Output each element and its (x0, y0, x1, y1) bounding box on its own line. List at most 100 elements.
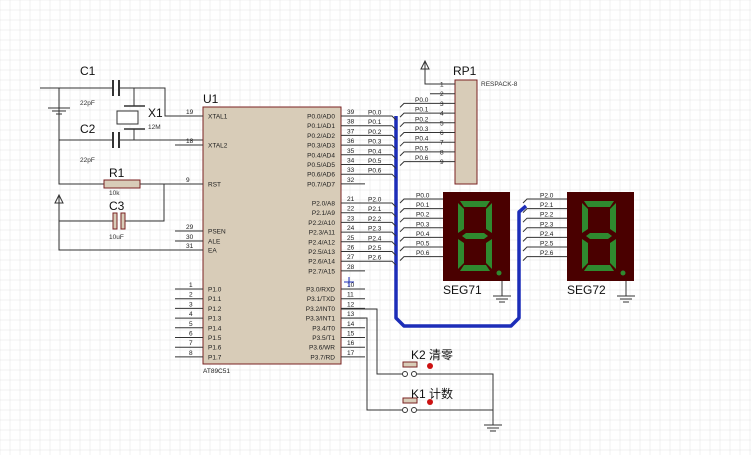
u1-pin-name: P0.1/AD1 (307, 123, 335, 130)
rp1-power-terminal (420, 59, 455, 85)
seg72-net-label: P2.1 (540, 202, 554, 209)
u1-pin-number: 29 (186, 224, 194, 231)
u1-pin-number: 3 (189, 301, 193, 308)
u1-pin-number: 32 (347, 177, 355, 184)
u1-pin-name: P0.2/AD2 (307, 133, 335, 140)
seg-led (584, 201, 614, 207)
net-label: P0.1 (368, 119, 382, 126)
seg-led (458, 239, 464, 269)
rp1-net-label: P0.3 (415, 126, 429, 133)
u1-pin-number: 6 (189, 331, 193, 338)
seg72-net-label: P2.3 (540, 221, 554, 228)
button-section (341, 308, 502, 432)
u1-pin-name: P2.4/A12 (308, 239, 335, 246)
seg-led (462, 233, 488, 239)
rp1-net-wire (399, 102, 430, 108)
seg72-net-wire (522, 217, 567, 223)
net-label: P0.5 (368, 158, 382, 165)
u1-pin-name: P0.4/AD4 (307, 152, 335, 159)
wire-k1 (341, 317, 402, 411)
rp1-net-label: P0.6 (415, 155, 429, 162)
seg72-net-label: P2.0 (540, 193, 554, 200)
seg71-net-wire (399, 217, 443, 223)
seg72-ground (617, 281, 635, 303)
seg71-net-label: P0.0 (416, 193, 430, 200)
seg71-net-label: P0.3 (416, 221, 430, 228)
seg71-display[interactable]: SEG71 (443, 192, 510, 297)
oscillator-reset-circuit: C1 22pF C2 22pF X1 12M R1 10k C3 10uF (40, 64, 203, 251)
net-label: P2.1 (368, 206, 382, 213)
net-wire (365, 251, 397, 256)
rp1-resistor-pack[interactable]: RP1 RESPACK-8 123456789P0.0P0.1P0.2P0.3P… (399, 59, 518, 185)
u1-ref: U1 (203, 92, 219, 106)
seg72-display[interactable]: SEG72 (567, 192, 634, 297)
net-label: P2.3 (368, 226, 382, 233)
seg72-digit (582, 201, 626, 276)
u1-pin-name: XTAL2 (208, 143, 228, 150)
net-label: P2.2 (368, 216, 382, 223)
seg72-net-wire (522, 236, 567, 242)
k1-label: K1 计数 (411, 386, 453, 401)
seg71-net-label: P0.6 (416, 250, 430, 257)
net-wire (365, 144, 397, 150)
wire-k2 (341, 308, 402, 375)
seg71-net-label: P0.4 (416, 231, 430, 238)
net-wire (365, 154, 397, 160)
rp1-net-label: P0.5 (415, 145, 429, 152)
net-label: P2.6 (368, 255, 382, 262)
c1-value: 22pF (80, 100, 95, 107)
net-wire (365, 260, 397, 266)
net-wire (365, 241, 397, 247)
u1-pin-name: P1.7 (208, 354, 222, 361)
rp1-net-label: P0.2 (415, 116, 429, 123)
seg71-net-wire (399, 227, 443, 233)
net-label: P0.0 (368, 110, 382, 117)
u1-pin-number: 23 (347, 215, 355, 222)
seg71-net-label: P0.5 (416, 241, 430, 248)
net-label: P2.0 (368, 197, 382, 204)
seg72-net-label: P2.6 (540, 250, 554, 257)
u1-pin-number: 7 (189, 340, 193, 347)
u1-pin-number: 18 (186, 138, 194, 145)
k2-clear-button[interactable]: K2 清零 (402, 348, 454, 377)
rp1-net-wire (399, 161, 430, 166)
u1-pin-number: 4 (189, 311, 193, 318)
seg72-net-wire (522, 198, 567, 204)
rp1-pin-number: 1 (440, 82, 444, 89)
rp1-pin-number: 9 (440, 159, 444, 166)
u1-pin-number: 33 (347, 167, 355, 174)
u1-pin-number: 11 (347, 292, 354, 299)
u1-pin-number: 27 (347, 254, 355, 261)
k1-count-button[interactable]: K1 计数 (402, 386, 454, 413)
u1-pin-name: P2.0/A8 (312, 201, 336, 208)
u1-pin-name: P0.0/AD0 (307, 114, 335, 121)
seg72-net-wire (522, 246, 567, 252)
x1-value: 12M (148, 124, 161, 131)
u1-pin-number: 34 (347, 158, 355, 165)
seg72-net-wire (522, 208, 567, 213)
u1-pin-name: P1.6 (208, 345, 222, 352)
seg71-net-wire (399, 246, 443, 252)
u1-pin-number: 37 (347, 128, 355, 135)
rp1-ref: RP1 (453, 64, 477, 78)
x1-crystal (116, 110, 139, 125)
rp1-pin-number: 6 (440, 130, 444, 137)
x1-ref: X1 (148, 106, 163, 120)
c2-ref: C2 (80, 122, 96, 136)
u1-pin-number: 25 (347, 235, 355, 242)
seg71-net-wire (399, 208, 443, 213)
u1-pin-number: 8 (189, 350, 193, 357)
net-label: P0.6 (368, 168, 382, 175)
r1-resistor (103, 179, 141, 189)
rp1-net-wire (399, 151, 430, 157)
rp1-net-wire (399, 112, 430, 118)
u1-pin-number: 9 (186, 177, 190, 184)
u1-pin-name: P2.7/A15 (308, 268, 335, 275)
seg-led (460, 201, 490, 207)
seg-led (458, 203, 464, 233)
seg-led (610, 239, 616, 269)
u1-microcontroller[interactable]: U1 AT89C51 19XTAL118XTAL29RST29PSEN30ALE… (175, 92, 365, 375)
u1-part: AT89C51 (203, 368, 230, 375)
net-wire (365, 221, 397, 227)
